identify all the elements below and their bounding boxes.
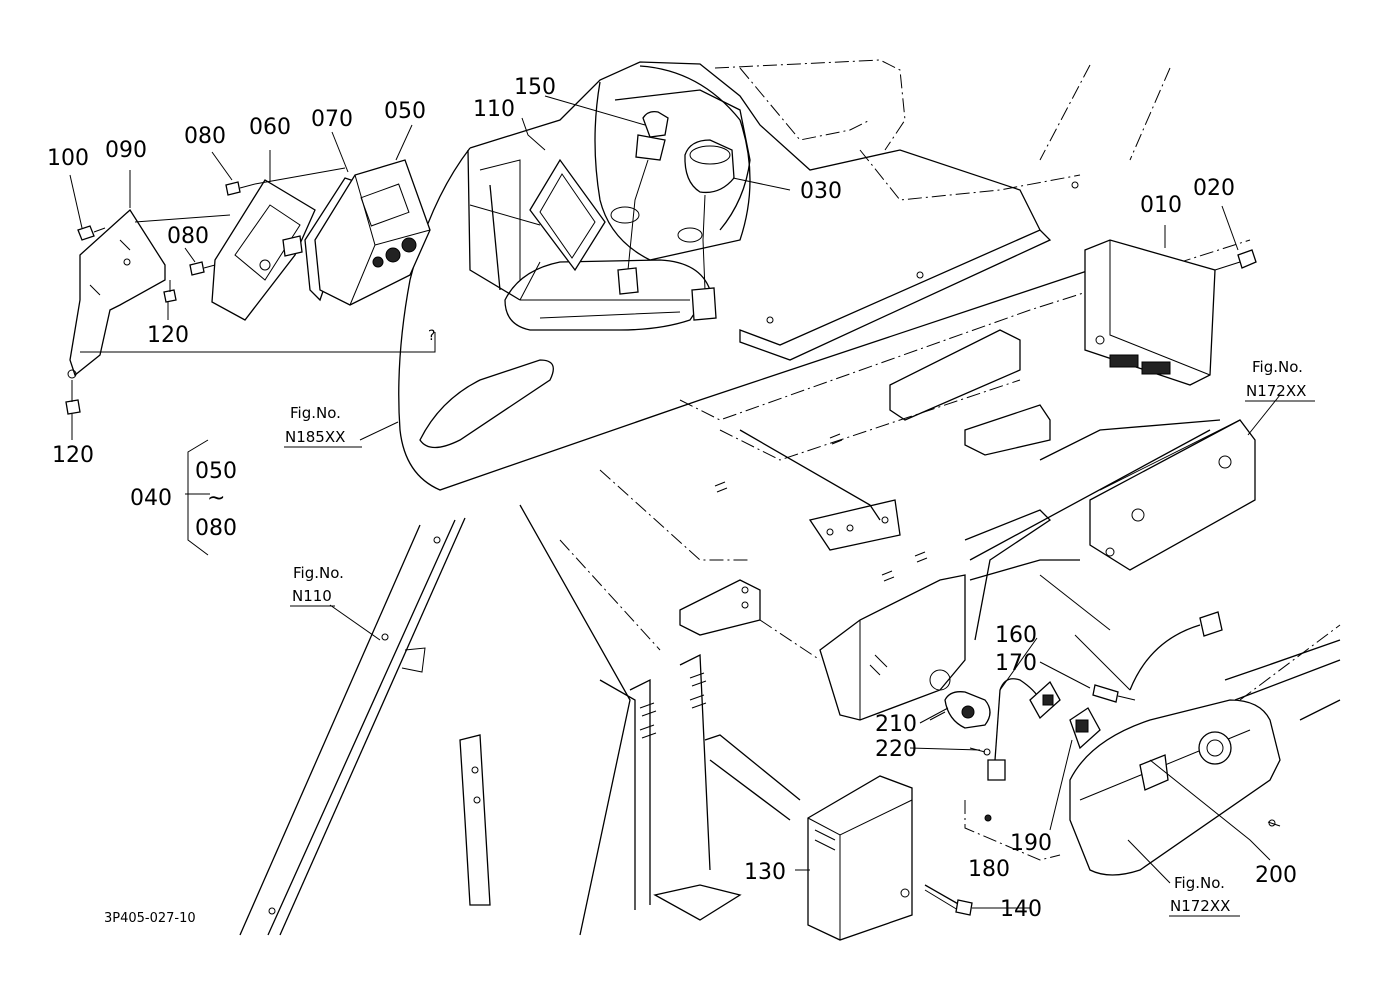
label-180: 180 xyxy=(968,857,1010,882)
label-020: 020 xyxy=(1193,176,1235,201)
label-100: 100 xyxy=(47,146,89,171)
label-030: 030 xyxy=(800,179,842,204)
fig-ref-n185-number: N185XX xyxy=(285,428,345,446)
label-080-top: 080 xyxy=(184,124,226,149)
fig-ref-n172-upper-number: N172XX xyxy=(1246,382,1306,400)
part-labels: 010 020 030 050 060 070 080 090 100 080 … xyxy=(47,75,1297,922)
fig-ref-n172-upper-label: Fig.No. xyxy=(1252,358,1303,376)
label-210: 210 xyxy=(875,712,917,737)
fig-ref-n172-lower-number: N172XX xyxy=(1170,897,1230,915)
label-140: 140 xyxy=(1000,897,1042,922)
fig-ref-n110-number: N110 xyxy=(292,587,332,605)
label-090: 090 xyxy=(105,138,147,163)
label-190: 190 xyxy=(1010,831,1052,856)
label-110: 110 xyxy=(473,97,515,122)
label-010: 010 xyxy=(1140,193,1182,218)
label-group-tilde: ~ xyxy=(207,486,225,511)
label-050: 050 xyxy=(384,99,426,124)
svg-text:?: ? xyxy=(428,328,435,344)
fig-ref-n172-lower-label: Fig.No. xyxy=(1174,874,1225,892)
label-150: 150 xyxy=(514,75,556,100)
label-group-start: 050 xyxy=(195,459,237,484)
label-070: 070 xyxy=(311,107,353,132)
group-bracket xyxy=(187,439,209,556)
fig-ref-n185-label: Fig.No. xyxy=(290,404,341,422)
label-120-upper: 120 xyxy=(147,323,189,348)
label-080-mid: 080 xyxy=(167,224,209,249)
leader-lines xyxy=(69,95,1281,909)
label-040: 040 xyxy=(130,486,172,511)
label-130: 130 xyxy=(744,860,786,885)
label-170: 170 xyxy=(995,651,1037,676)
drawing-number: 3P405-027-10 xyxy=(104,911,196,926)
label-200: 200 xyxy=(1255,863,1297,888)
line-art: ? xyxy=(65,59,1341,941)
label-160: 160 xyxy=(995,623,1037,648)
label-060: 060 xyxy=(249,115,291,140)
figure-references: Fig.No. N185XX Fig.No. N110 Fig.No. N172… xyxy=(284,358,1315,917)
label-group-end: 080 xyxy=(195,516,237,541)
label-120-lower: 120 xyxy=(52,443,94,468)
label-220: 220 xyxy=(875,737,917,762)
fig-ref-n110-label: Fig.No. xyxy=(293,564,344,582)
